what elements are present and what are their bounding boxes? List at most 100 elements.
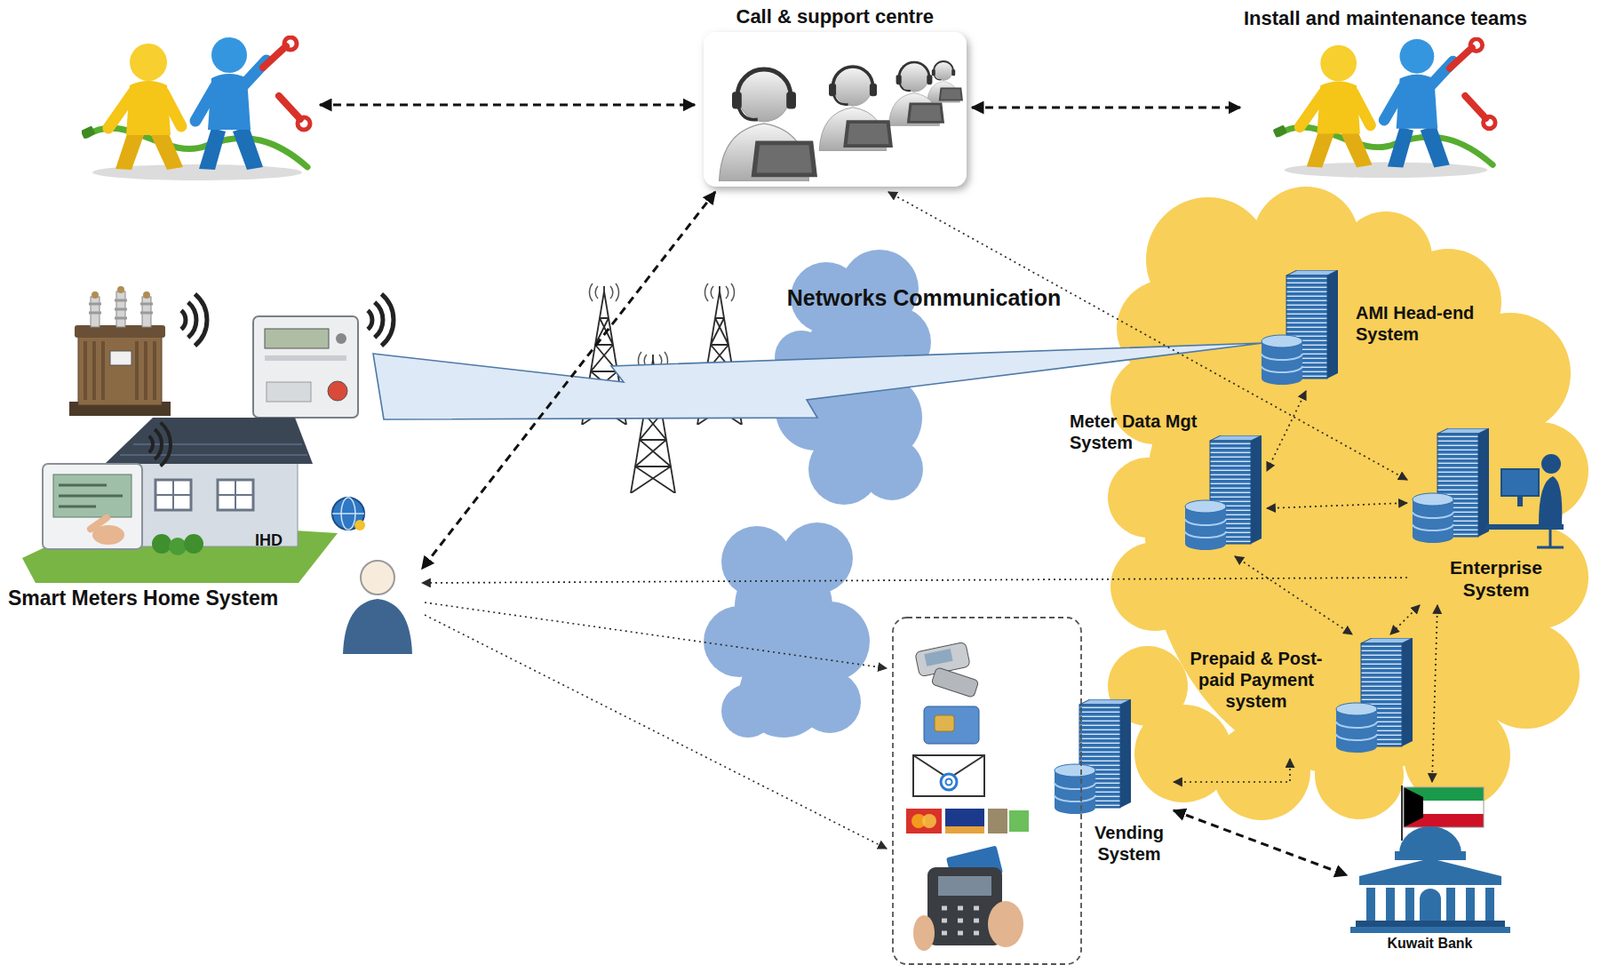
call-centre-illustration [888,62,945,126]
smart-meter-illustration [264,355,347,361]
server-node: Vending System [1049,695,1174,868]
dotted-data-arrow [1173,758,1290,782]
house-illustration [155,479,192,510]
dashed-link-arrow [421,191,716,569]
bank-illustration [1359,875,1502,885]
operator-at-desk [1485,524,1564,530]
house-illustration [22,417,366,583]
server-node: Enterprise System [1407,424,1568,605]
smart-meter-illustration [264,328,329,349]
transformer-illustration [91,291,99,299]
layout-arrows [319,103,695,107]
transformer-illustration [143,291,151,299]
operator-at-desk [1538,476,1562,525]
bank-illustration [1465,887,1475,921]
dotted-data-arrow [421,577,1408,583]
transformer-illustration [117,286,125,294]
utility-cloud [1107,186,1589,820]
transformer-illustration [88,300,153,319]
bank-illustration [1366,887,1495,921]
wireless-link-bolt [373,342,1264,420]
payment-methods [987,808,1008,834]
server-icons [1412,428,1489,543]
layout-arrows [424,614,887,849]
payment-methods [945,808,985,834]
operator-at-desk [1541,453,1561,474]
call-centre-illustration [927,61,964,103]
house-illustration [332,497,365,530]
layout-arrows [319,104,887,849]
utility-cloud [1110,541,1200,631]
utility-cloud [1107,186,1589,820]
dotted-data-arrow [1234,556,1353,635]
payment-methods [892,617,1082,964]
bank-illustration [1485,887,1495,921]
bank-label: Kuwait Bank [1387,934,1473,952]
payment-methods [931,667,980,698]
team-node: Install and maintenance teams [1240,3,1532,184]
call-centre-illustration [703,31,967,187]
server-icons [1261,270,1338,385]
server-icons [1054,270,1489,814]
bank-illustration [1403,787,1484,828]
house-illustration [217,479,254,510]
server-icons [1336,637,1413,753]
utility-cloud [1403,701,1511,809]
payment-methods [945,826,985,834]
user-figure [342,560,413,654]
server-node: Prepaid & Post-paid Payment system [1178,634,1418,759]
bank-illustration [1399,826,1462,853]
bank-illustration [1400,785,1403,841]
house-illustration [104,417,313,464]
house-illustration [85,512,112,534]
payment-cloud [798,670,861,733]
operator-at-desk [1485,453,1564,548]
payment-methods [892,617,1082,964]
payment-cloud [721,684,775,738]
dotted-data-arrow [888,191,1408,480]
house-illustration [149,422,171,467]
payment-methods [938,875,992,896]
server-label: AMI Head-end System [1355,302,1489,345]
house-illustration [155,479,192,510]
home-label: Smart Meters Home System [7,586,279,612]
transformer-illustration [181,294,207,346]
operator-at-desk [1517,495,1523,507]
dotted-data-arrow [1266,502,1408,509]
user-figure [342,598,413,654]
team-illustration [80,37,311,181]
dotted-data-arrow [1390,604,1420,635]
payment-cloud [703,522,870,738]
server-label: Enterprise System [1440,556,1552,601]
utility-cloud [1490,421,1589,520]
home-node: Smart Meters Home System [4,552,422,658]
house-illustration [217,479,254,510]
payment-methods [941,907,980,933]
device-label: IHD [254,531,283,551]
transformer-illustration [78,335,162,406]
payment-methods [946,779,953,786]
server-node: AMI Head-end System [1256,266,1493,391]
operator-at-desk [1501,469,1539,496]
payment-methods [1009,810,1029,832]
payment-methods [913,755,985,797]
payment-methods [906,808,942,834]
network-cloud [860,437,924,501]
house-illustration [183,533,204,554]
bank-illustration [1385,887,1395,921]
operator-at-desk [1536,529,1564,548]
payment-methods [922,813,937,828]
bank-illustration [1350,785,1511,933]
layout-arrows [424,602,887,669]
payment-methods [923,706,980,744]
payment-methods [987,900,1024,948]
bank-node: Kuwait Bank [1346,781,1514,956]
bank-illustration [1355,920,1505,927]
payment-methods [923,648,953,667]
house-illustration [42,463,143,550]
transformer-illustration [69,286,207,416]
house-illustration [119,444,308,455]
